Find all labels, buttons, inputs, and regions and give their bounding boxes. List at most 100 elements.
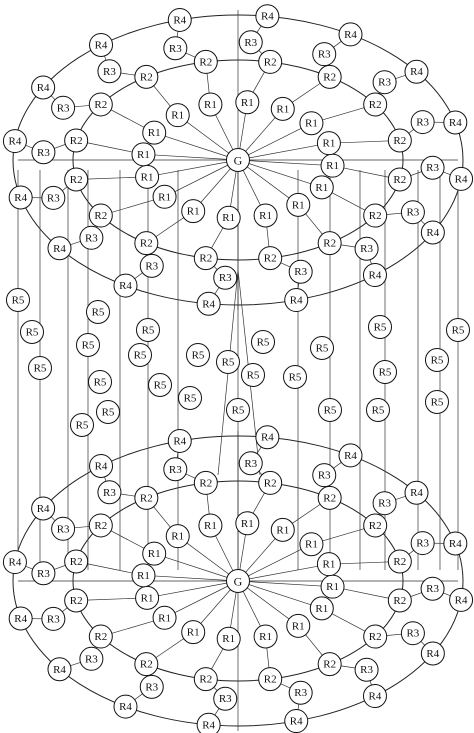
cluster-1-r2-node-3[interactable]: R2 <box>258 667 283 692</box>
middle-r5-node-16[interactable]: R5 <box>251 330 275 354</box>
cluster-0-r4-node-10[interactable]: R4 <box>89 32 114 57</box>
middle-r5-node-8[interactable]: R5 <box>136 318 160 342</box>
cluster-0-r2-node-2[interactable]: R2 <box>317 231 342 256</box>
cluster-1-r4-node-13[interactable]: R4 <box>338 443 363 468</box>
cluster-1-r3-node-4[interactable]: R3 <box>213 686 238 711</box>
cluster-0-r4-node-12[interactable]: R4 <box>255 4 280 29</box>
middle-r5-node-5[interactable]: R5 <box>76 333 100 357</box>
middle-r5-node-21[interactable]: R5 <box>373 360 397 384</box>
cluster-0-r2-node-12[interactable]: R2 <box>258 49 283 74</box>
cluster-1-r3-node-14[interactable]: R3 <box>372 491 397 516</box>
cluster-0-r3-node-3[interactable]: R3 <box>288 259 313 284</box>
cluster-0-r2-node-3[interactable]: R2 <box>258 246 283 271</box>
cluster-0-r3-node-13[interactable]: R3 <box>312 42 337 67</box>
cluster-1-r1-node-3[interactable]: R1 <box>253 624 278 649</box>
cluster-1-r1-node-11[interactable]: R1 <box>198 513 223 538</box>
cluster-1-r2-node-6[interactable]: R2 <box>88 624 113 649</box>
cluster-0-r2-node-7[interactable]: R2 <box>64 167 89 192</box>
cluster-1-r4-node-14[interactable]: R4 <box>404 480 429 505</box>
cluster-0-r3-node-11[interactable]: R3 <box>163 36 188 61</box>
cluster-0-r2-node-15[interactable]: R2 <box>387 128 412 153</box>
cluster-0-r2-node-8[interactable]: R2 <box>64 128 89 153</box>
cluster-1-r1-node-14[interactable]: R1 <box>299 532 324 557</box>
middle-r5-node-12[interactable]: R5 <box>186 343 210 367</box>
middle-r5-node-2[interactable]: R5 <box>28 356 52 380</box>
cluster-0-r4-node-7[interactable]: R4 <box>8 185 33 210</box>
cluster-0-r4-node-15[interactable]: R4 <box>443 110 468 135</box>
cluster-1-r1-node-12[interactable]: R1 <box>235 511 260 536</box>
cluster-1-r4-node-9[interactable]: R4 <box>31 496 56 521</box>
cluster-1-r1-node-10[interactable]: R1 <box>165 524 190 549</box>
cluster-0-r4-node-3[interactable]: R4 <box>284 288 309 313</box>
cluster-0-r1-node-13[interactable]: R1 <box>270 96 295 121</box>
cluster-1-hub-node[interactable]: G <box>226 569 250 593</box>
cluster-1-r2-node-13[interactable]: R2 <box>317 485 342 510</box>
cluster-0-r3-node-1[interactable]: R3 <box>400 200 425 225</box>
cluster-0-r3-node-0[interactable]: R3 <box>420 155 445 180</box>
cluster-1-r4-node-1[interactable]: R4 <box>420 641 445 666</box>
cluster-1-r2-node-15[interactable]: R2 <box>387 549 412 574</box>
cluster-1-r1-node-7[interactable]: R1 <box>135 585 160 610</box>
cluster-0-r1-node-0[interactable]: R1 <box>320 153 345 178</box>
cluster-1-r4-node-15[interactable]: R4 <box>443 531 468 556</box>
cluster-1-r2-node-12[interactable]: R2 <box>258 470 283 495</box>
cluster-1-r1-node-9[interactable]: R1 <box>142 541 167 566</box>
cluster-0-r2-node-14[interactable]: R2 <box>363 92 388 117</box>
cluster-1-r2-node-4[interactable]: R2 <box>193 667 218 692</box>
cluster-1-r1-node-0[interactable]: R1 <box>320 574 345 599</box>
cluster-1-r4-node-2[interactable]: R4 <box>362 684 387 709</box>
cluster-1-r3-node-13[interactable]: R3 <box>312 463 337 488</box>
cluster-0-r2-node-11[interactable]: R2 <box>193 49 218 74</box>
cluster-0-r2-node-10[interactable]: R2 <box>134 64 159 89</box>
middle-r5-node-18[interactable]: R5 <box>310 336 334 360</box>
cluster-0-r3-node-10[interactable]: R3 <box>97 59 122 84</box>
cluster-0-r4-node-0[interactable]: R4 <box>449 166 474 191</box>
cluster-1-r3-node-1[interactable]: R3 <box>400 621 425 646</box>
middle-r5-node-1[interactable]: R5 <box>20 320 44 344</box>
cluster-1-r2-node-2[interactable]: R2 <box>317 652 342 677</box>
cluster-1-r4-node-5[interactable]: R4 <box>113 694 138 719</box>
cluster-0-r4-node-8[interactable]: R4 <box>2 129 27 154</box>
cluster-0-r2-node-9[interactable]: R2 <box>88 92 113 117</box>
cluster-1-r1-node-5[interactable]: R1 <box>181 620 206 645</box>
cluster-0-r2-node-6[interactable]: R2 <box>88 203 113 228</box>
cluster-1-r2-node-0[interactable]: R2 <box>387 588 412 613</box>
middle-r5-node-9[interactable]: R5 <box>128 343 152 367</box>
cluster-0-r4-node-6[interactable]: R4 <box>47 236 72 261</box>
cluster-0-r1-node-4[interactable]: R1 <box>216 205 241 230</box>
cluster-1-r3-node-2[interactable]: R3 <box>354 657 379 682</box>
cluster-1-r2-node-1[interactable]: R2 <box>363 624 388 649</box>
cluster-0-r1-node-10[interactable]: R1 <box>165 103 190 128</box>
cluster-1-r3-node-11[interactable]: R3 <box>163 457 188 482</box>
cluster-1-r4-node-6[interactable]: R4 <box>47 657 72 682</box>
middle-r5-node-10[interactable]: R5 <box>148 373 172 397</box>
cluster-1-r4-node-8[interactable]: R4 <box>2 550 27 575</box>
cluster-1-r1-node-1[interactable]: R1 <box>309 596 334 621</box>
cluster-1-r1-node-15[interactable]: R1 <box>316 552 341 577</box>
cluster-1-r3-node-6[interactable]: R3 <box>79 646 104 671</box>
cluster-1-r1-node-2[interactable]: R1 <box>286 613 311 638</box>
cluster-1-r4-node-3[interactable]: R4 <box>284 709 309 733</box>
middle-r5-node-6[interactable]: R5 <box>88 370 112 394</box>
cluster-0-r4-node-2[interactable]: R4 <box>362 263 387 288</box>
middle-r5-node-7[interactable]: R5 <box>96 400 120 424</box>
cluster-1-r2-node-8[interactable]: R2 <box>64 549 89 574</box>
cluster-0-r3-node-6[interactable]: R3 <box>79 225 104 250</box>
cluster-0-r4-node-13[interactable]: R4 <box>338 22 363 47</box>
cluster-1-r4-node-4[interactable]: R4 <box>196 712 221 733</box>
cluster-1-r4-node-12[interactable]: R4 <box>255 425 280 450</box>
cluster-1-r2-node-9[interactable]: R2 <box>88 513 113 538</box>
middle-r5-node-20[interactable]: R5 <box>368 315 392 339</box>
cluster-0-r4-node-11[interactable]: R4 <box>167 7 192 32</box>
middle-r5-node-0[interactable]: R5 <box>6 288 30 312</box>
cluster-0-r3-node-4[interactable]: R3 <box>213 265 238 290</box>
cluster-1-r1-node-8[interactable]: R1 <box>131 563 156 588</box>
cluster-0-r3-node-2[interactable]: R3 <box>354 236 379 261</box>
middle-r5-node-4[interactable]: R5 <box>86 300 110 324</box>
cluster-0-r4-node-14[interactable]: R4 <box>404 59 429 84</box>
middle-r5-node-11[interactable]: R5 <box>178 386 202 410</box>
cluster-1-r4-node-10[interactable]: R4 <box>89 453 114 478</box>
cluster-1-r1-node-13[interactable]: R1 <box>270 517 295 542</box>
cluster-1-r2-node-14[interactable]: R2 <box>363 513 388 538</box>
middle-r5-node-23[interactable]: R5 <box>425 348 449 372</box>
